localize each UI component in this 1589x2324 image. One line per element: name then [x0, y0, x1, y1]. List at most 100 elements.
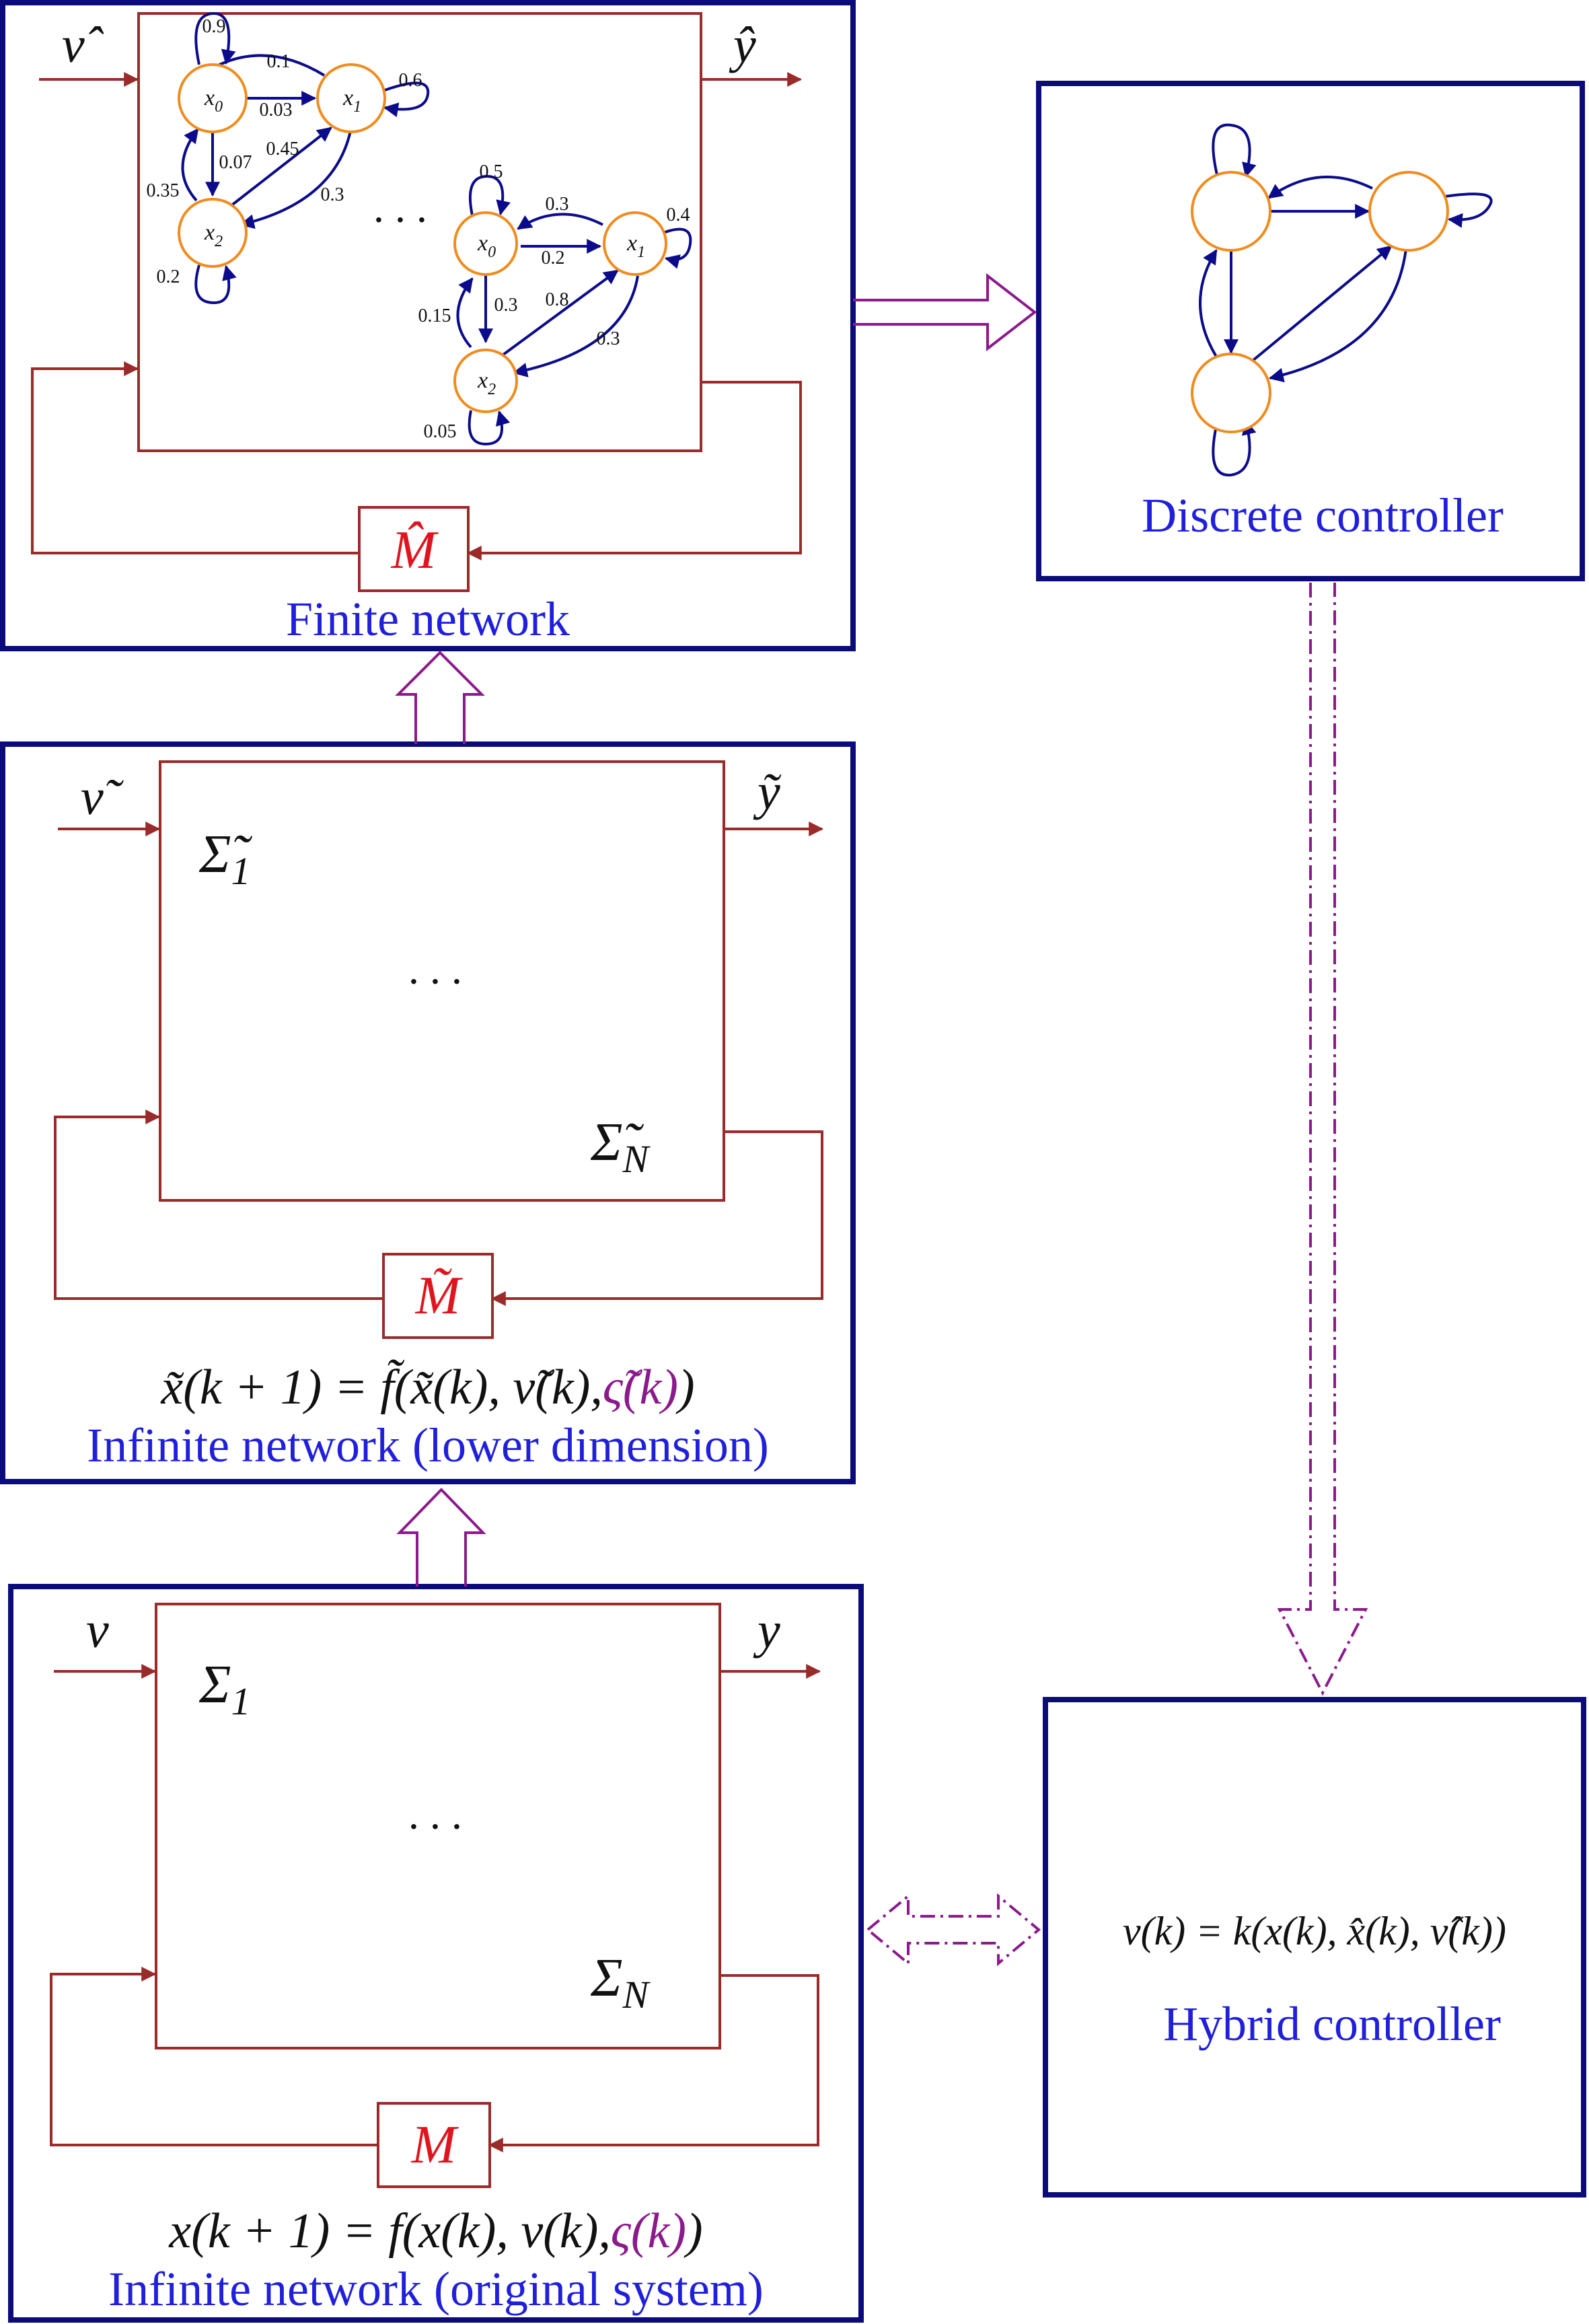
edge-a-x1-self	[383, 81, 430, 118]
hybrid-controller-panel: ν(k) = k(x(k), x̂(k), ν̂(k)) Hybrid cont…	[1043, 1697, 1586, 2198]
node-a-x2-label: x2	[204, 220, 223, 250]
controller-node-3	[1191, 353, 1271, 433]
edge-b-x1-x2	[512, 275, 639, 377]
weight-a-3: 0.6	[399, 70, 422, 91]
original-dots: · · ·	[408, 1803, 461, 1850]
controller-self-1	[1212, 123, 1257, 178]
node-a-x2	[178, 198, 248, 268]
edge-b-x2-self	[468, 410, 511, 446]
abstraction-arrow-up-2	[396, 1488, 486, 1587]
weight-a-2: 0.03	[260, 100, 293, 120]
original-frame	[8, 1584, 864, 2323]
controller-edge-4	[1199, 249, 1218, 358]
controller-edge-6	[1268, 248, 1407, 383]
finite-graph-b: x0 x1 x2 0.5 0.3 0.2 0.4 0.15 0.3 0.8 0.…	[418, 161, 692, 446]
closed-loop-arrow-outline	[865, 1893, 1041, 1967]
lower-dim-map-label: M̃	[415, 1266, 464, 1326]
weight-a-5: 0.45	[266, 139, 299, 159]
node-b-x0	[453, 211, 518, 276]
node-a-x1-label: x1	[342, 85, 361, 116]
finite-map-block	[358, 506, 470, 592]
lower-dim-frame	[0, 741, 856, 1484]
weight-a-6: 0.35	[147, 180, 180, 201]
abstraction-arrow-right	[853, 273, 1037, 352]
original-title: Infinite network (original system)	[108, 2262, 764, 2316]
node-a-x0-label: x0	[204, 85, 223, 116]
node-a-x0	[178, 63, 248, 133]
edge-a-x1-x2	[239, 127, 353, 229]
lower-dim-map-block	[382, 1253, 494, 1339]
hybrid-controller-frame	[1043, 1697, 1586, 2198]
node-b-x2-label: x2	[477, 368, 496, 398]
original-feedback-return	[488, 1974, 819, 2152]
node-b-x2	[453, 349, 518, 413]
weight-b-2: 0.2	[542, 248, 565, 268]
finite-graph-a: x0 x1 x2 0.9 0.1 0.03 0.6 0.07 0.45 0.35…	[147, 11, 430, 305]
original-feedback-forward	[50, 1967, 378, 2146]
lower-dim-output-label: ỹ	[753, 764, 782, 820]
original-input-label: ν	[86, 1602, 109, 1659]
finite-input-label: ν̂	[62, 17, 104, 73]
edge-b-x2-x1	[499, 269, 619, 358]
node-b-x1-label: x1	[626, 231, 645, 261]
lower-dim-dots: · · ·	[408, 957, 461, 1005]
controller-edge-2	[1267, 175, 1373, 199]
lower-dim-title: Infinite network (lower dimension)	[87, 1418, 769, 1472]
original-equation: x(k + 1) = f(x(k), ν(k),ς(k))	[168, 2204, 702, 2259]
edge-a-x2-x0	[181, 128, 199, 202]
weight-b-8: 0.05	[424, 421, 457, 442]
controller-self-3	[1212, 419, 1257, 477]
lower-dim-input-label: ν̃	[81, 769, 124, 826]
original-map-block	[377, 2102, 491, 2188]
refinement-arrow-outline	[1277, 583, 1368, 1696]
weight-a-4: 0.07	[219, 152, 252, 173]
weight-a-1: 0.1	[267, 51, 291, 72]
weight-b-3: 0.4	[667, 205, 690, 225]
controller-self-2	[1444, 192, 1493, 228]
edge-b-x0-self	[468, 174, 511, 216]
weight-b-6: 0.8	[546, 289, 569, 310]
lower-dimension-panel: ν̃ ỹ Σ̃1 · · · Σ̃N M̃ x̃(k + 1) = f̃(x̃(…	[0, 741, 856, 1484]
finite-network-box	[137, 12, 702, 452]
edge-a-x0-self	[194, 11, 236, 65]
finite-network-title: Finite network	[286, 592, 570, 646]
edge-b-x1-self	[663, 227, 692, 269]
original-last-subsystem: ΣN	[590, 1949, 651, 2017]
weight-b-7: 0.3	[597, 328, 620, 349]
discrete-controller-panel: Discrete controller	[1036, 81, 1585, 581]
original-output-label: y	[753, 1602, 780, 1659]
node-b-x0-label: x0	[477, 231, 496, 261]
finite-feedback-forward	[31, 361, 359, 554]
weight-b-5: 0.3	[494, 295, 518, 316]
weight-a-0: 0.9	[202, 16, 226, 37]
abstraction-arrow-up-1	[395, 651, 485, 744]
hybrid-controller-title: Hybrid controller	[1163, 1997, 1501, 2051]
lower-dim-first-subsystem: Σ̃1	[198, 825, 253, 893]
edge-a-x2-x1	[226, 126, 332, 210]
discrete-controller-title: Discrete controller	[1142, 488, 1504, 542]
finite-map-label: M̂	[391, 521, 439, 580]
original-network-box	[155, 1603, 721, 2049]
controller-edge-5	[1251, 245, 1393, 362]
refinement-arrow-down	[1277, 583, 1368, 1696]
lower-dim-feedback-forward	[54, 1110, 383, 1300]
discrete-controller-frame	[1036, 81, 1585, 581]
controller-node-2	[1368, 171, 1449, 252]
lower-dim-feedback-return	[490, 1130, 823, 1306]
weight-a-8: 0.2	[157, 266, 180, 287]
weight-b-4: 0.15	[418, 305, 451, 326]
node-b-x1	[603, 211, 667, 276]
hybrid-controller-equation: ν(k) = k(x(k), x̂(k), ν̂(k))	[1123, 1909, 1506, 1953]
controller-node-1	[1191, 171, 1271, 252]
finite-feedback-return	[466, 381, 802, 560]
finite-output-label: ŷ	[729, 17, 756, 73]
original-map-label: M	[411, 2115, 459, 2175]
edge-a-x2-self	[194, 264, 237, 305]
finite-dots: · · ·	[373, 196, 427, 244]
weight-a-7: 0.3	[321, 184, 344, 205]
edge-b-x2-x0	[456, 277, 474, 349]
lower-dim-last-subsystem: Σ̃N	[590, 1113, 651, 1181]
finite-network-panel: ν̂ ŷ M̂ Finite network x0 x1 x	[0, 0, 856, 651]
lower-dim-network-box	[159, 760, 725, 1202]
